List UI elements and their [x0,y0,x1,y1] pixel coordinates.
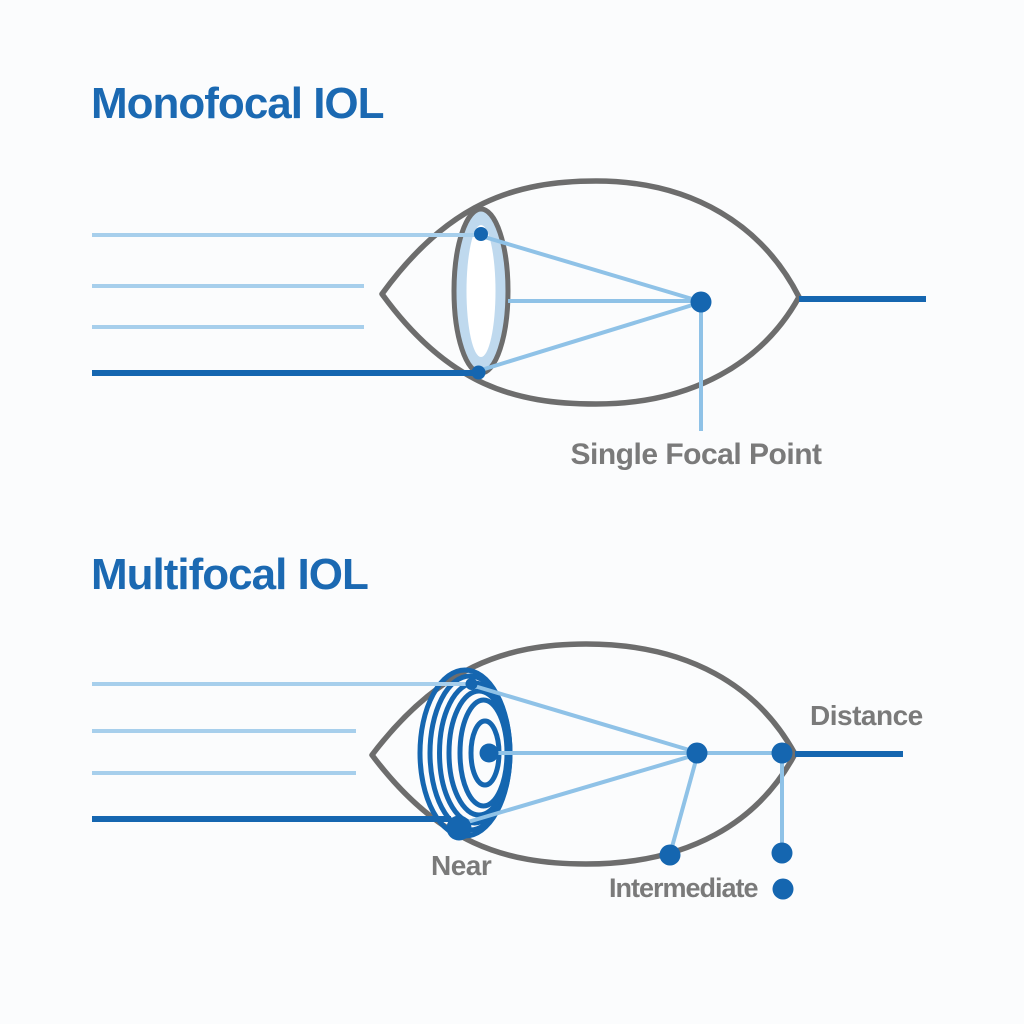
converging-ray-bottom [477,301,700,373]
intermediate-branch-line [670,759,698,848]
converging-ray-top [480,234,700,303]
near-label: Near [431,850,492,881]
intermediate-focal-dot [659,844,681,866]
multifocal-diagram [92,641,903,900]
distance-label: Distance [810,700,923,731]
intermediate-label: Intermediate [609,873,759,903]
multi-converging-ray-bottom [460,753,696,826]
multi-lens-entry-dot-top [465,678,478,690]
distance-secondary-dot [771,842,793,864]
lens-entry-dot-bottom [471,365,486,380]
distance-focal-dot [771,742,793,764]
monofocal-eye-outline [379,178,802,407]
lens-entry-dot-top [474,227,488,241]
multi-lens-center-dot [479,743,499,763]
intermediate-marker-dot [772,878,794,900]
monofocal-diagram [92,178,926,431]
monofocal-lens-core [466,225,496,357]
single-focal-point-label: Single Focal Point [570,438,822,471]
monofocal-title: Monofocal IOL [91,79,385,128]
near-focal-dot [446,815,472,841]
multifocal-title: Multifocal IOL [91,550,369,599]
multi-converging-ray-top [470,683,697,754]
mid-focal-dot [686,742,708,764]
single-focal-point-dot [690,291,712,313]
